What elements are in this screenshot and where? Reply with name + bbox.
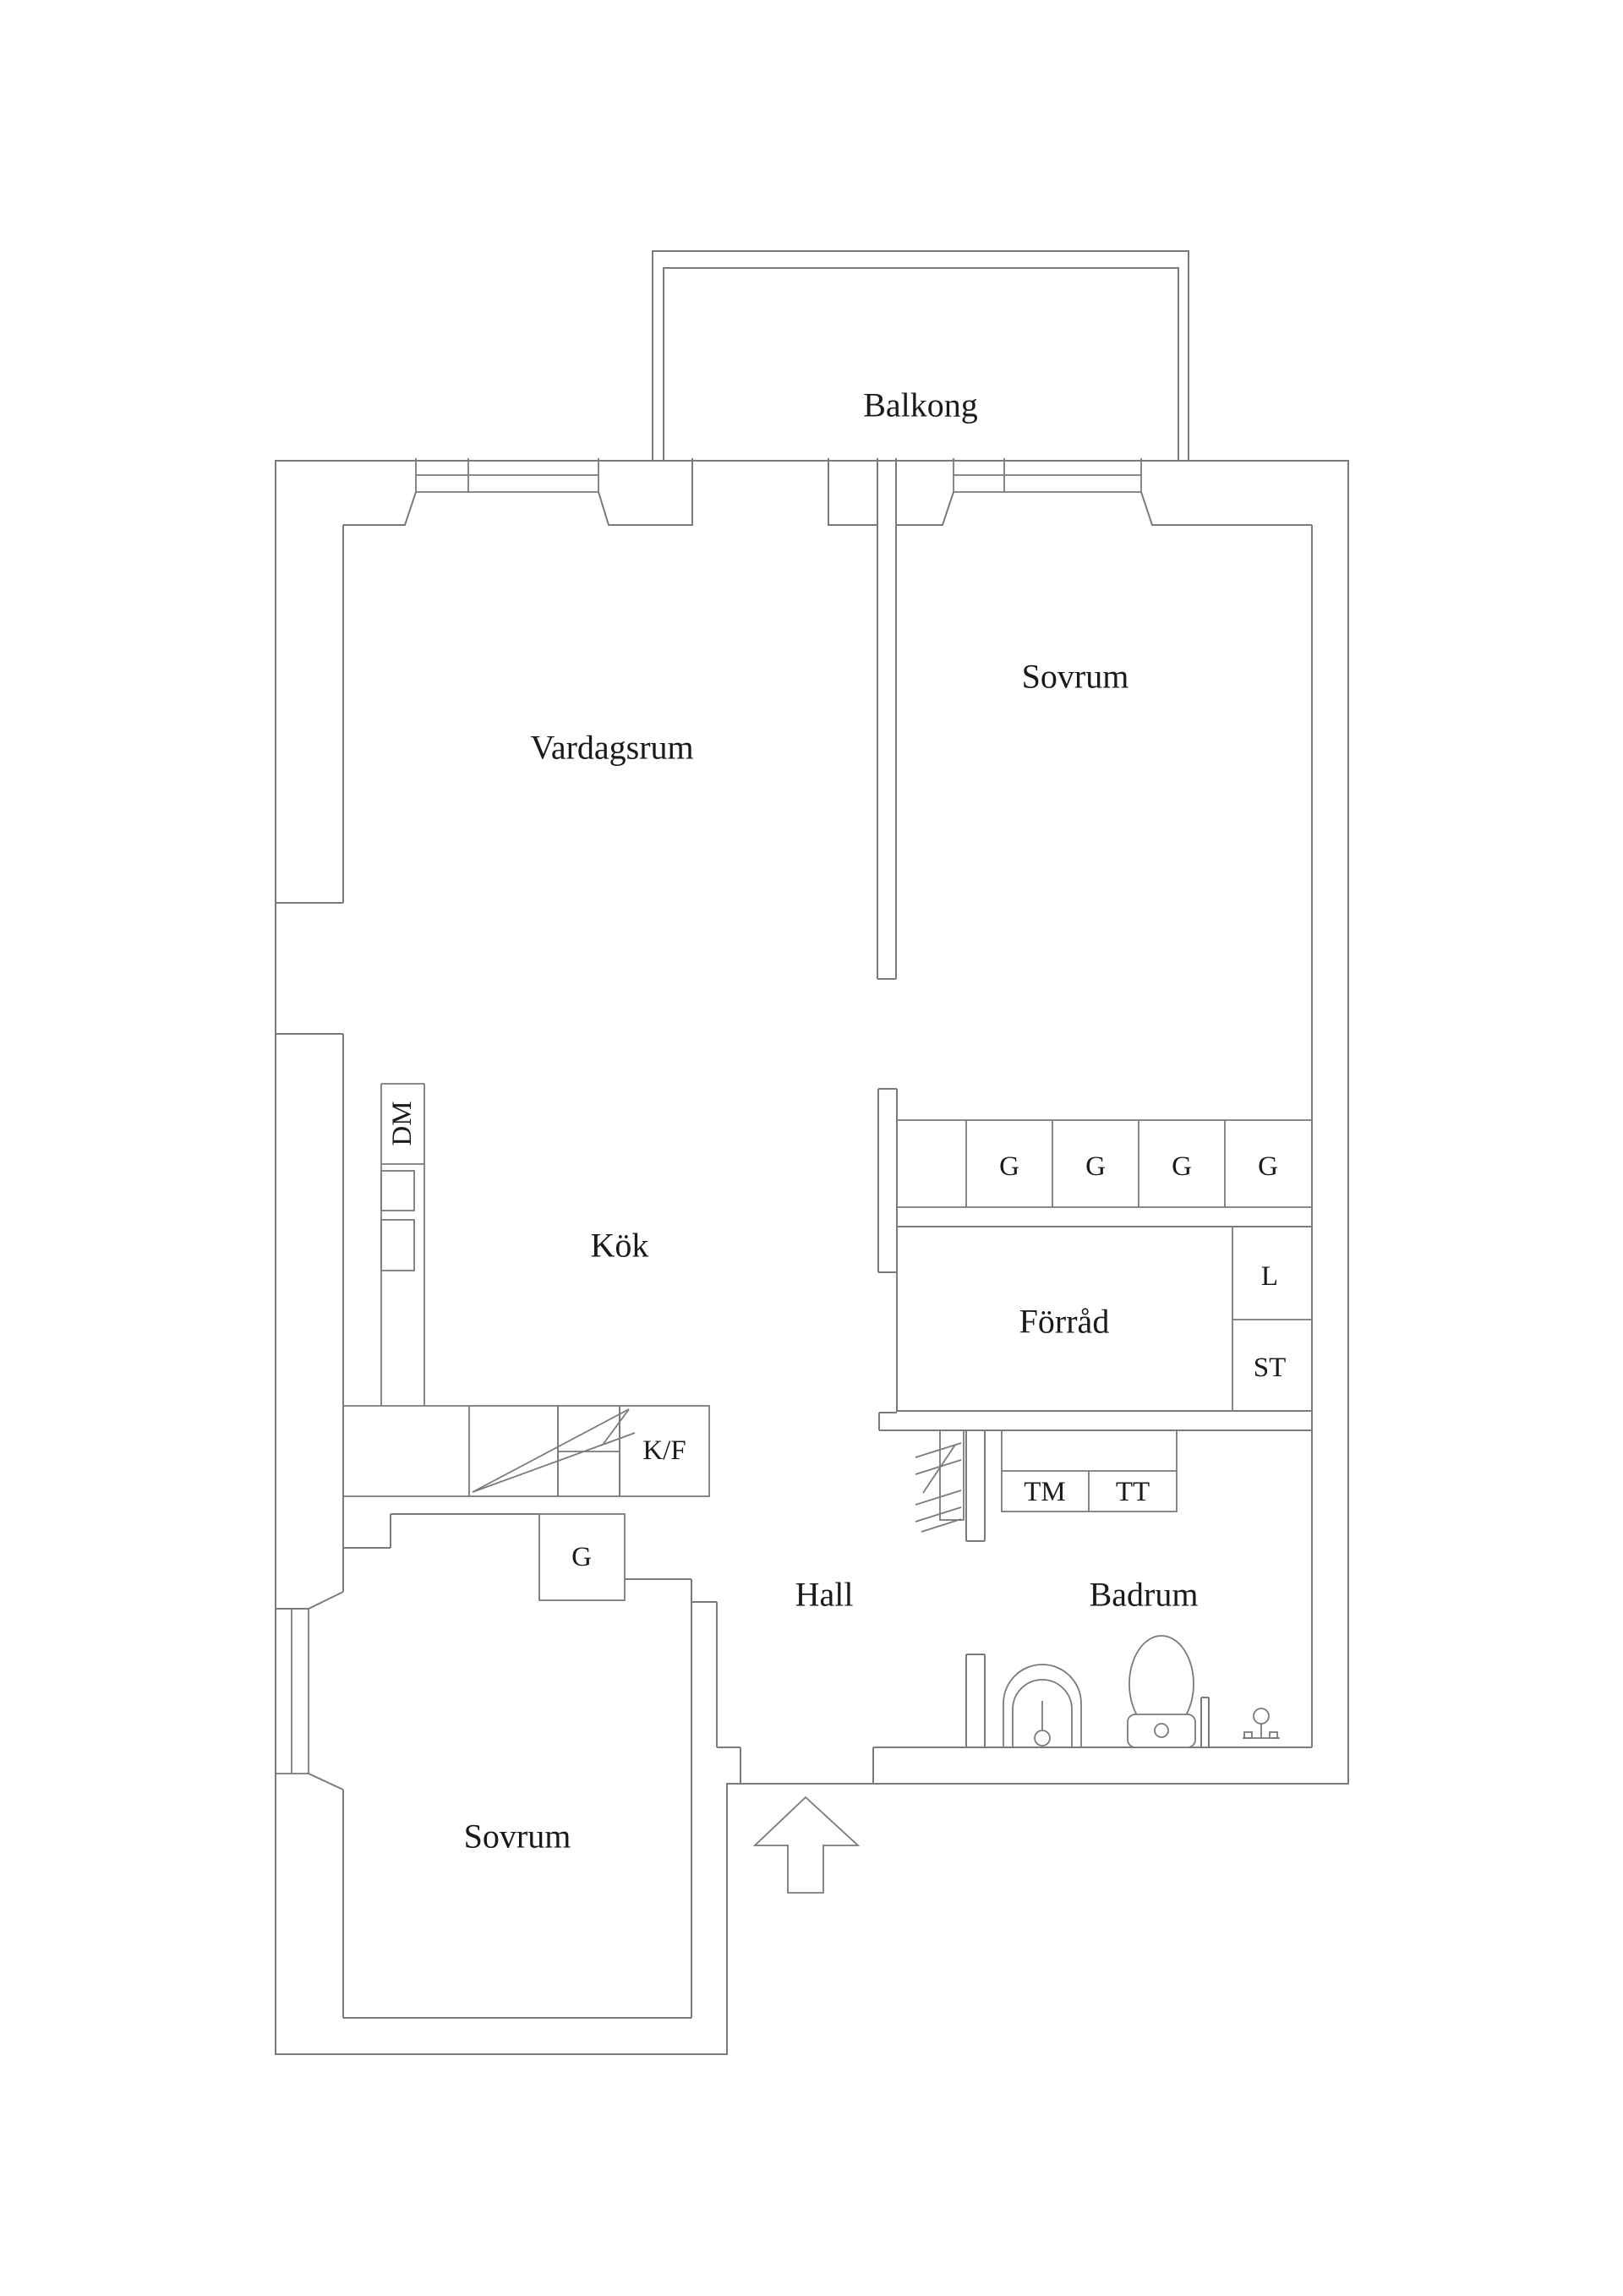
top-wall-interior — [343, 458, 1312, 526]
sink-icon — [1003, 1664, 1082, 1747]
bedroom-top-label: Sovrum — [1022, 658, 1129, 696]
outer-wall — [275, 460, 1349, 2055]
bedroom-top-window-icon — [953, 458, 1142, 493]
kitchen-bottom-row — [468, 1405, 710, 1497]
closet-g1-label: G — [999, 1151, 1019, 1182]
storage-label: Förråd — [1019, 1303, 1110, 1341]
bathroom-label: Badrum — [1090, 1576, 1199, 1614]
tumble-dryer-label: TT — [1116, 1477, 1150, 1507]
hall-wardrobe-box — [538, 1513, 626, 1601]
bathroom-walls — [872, 1430, 1312, 1784]
wall-livingroom-bedroom — [877, 458, 897, 980]
shower-partition — [1200, 1697, 1210, 1747]
washing-machine-label: TM — [1024, 1477, 1066, 1507]
kitchen-label: Kök — [591, 1227, 649, 1265]
vent-hatch-icon — [915, 1430, 965, 1533]
kitchen-cabinet-run — [343, 1083, 469, 1497]
living-room-window-icon — [415, 458, 599, 493]
linen-closet-label: L — [1261, 1261, 1278, 1292]
cleaning-closet-label: ST — [1254, 1353, 1287, 1383]
entrance-arrow-icon — [752, 1796, 861, 1894]
wall-kitchen-bedroom — [343, 1513, 741, 2018]
hall-wardrobe-label: G — [571, 1542, 592, 1572]
bedroom-bottom-label: Sovrum — [464, 1818, 571, 1856]
hall-label: Hall — [795, 1576, 854, 1614]
bedroom-bottom-window-icon — [276, 1608, 309, 1774]
closet-g2-label: G — [1085, 1151, 1106, 1182]
lightning-icon — [472, 1408, 636, 1493]
balcony-label: Balkong — [863, 386, 978, 424]
closet-g4-label: G — [1258, 1151, 1278, 1182]
toilet-icon — [1127, 1635, 1196, 1748]
closet-stub-wall — [877, 1088, 898, 1273]
shower-mixer-icon — [1243, 1708, 1280, 1739]
balcony-outline — [652, 250, 1189, 461]
washer-dryer-box — [1001, 1430, 1178, 1512]
living-room-label: Vardagsrum — [530, 729, 693, 767]
closet-g3-label: G — [1172, 1151, 1192, 1182]
fridge-freezer-label: K/F — [642, 1435, 686, 1466]
dishwasher-label: DM — [387, 1101, 418, 1145]
closet-row — [896, 1119, 1313, 1208]
